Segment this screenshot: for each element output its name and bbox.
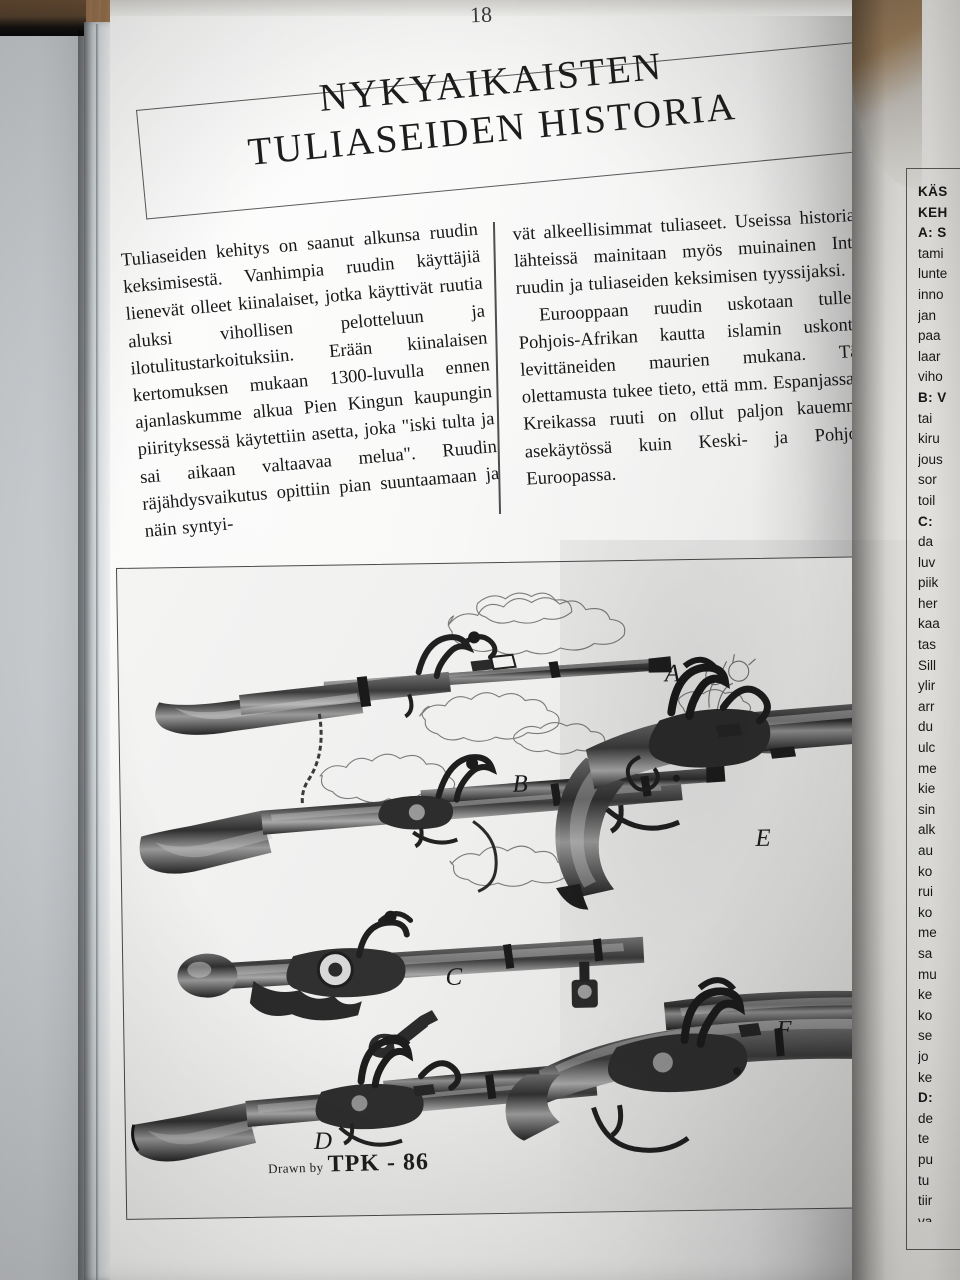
book-top-shadow — [0, 0, 86, 36]
page-number: 18 — [469, 1, 493, 28]
caption-line: ke — [918, 1069, 933, 1085]
figure-d-snaphance — [131, 1034, 627, 1162]
illustration-signature: Drawn by TPK - 86 — [268, 1149, 430, 1180]
illustration-frame: A B C D E F — [116, 556, 871, 1220]
caption-line: mu — [918, 966, 937, 982]
figure-label-a: A — [664, 660, 681, 688]
caption-line: viho — [918, 369, 943, 385]
caption-line: piik — [918, 575, 939, 591]
figure-a-matchlock — [155, 592, 752, 807]
caption-line: toil — [918, 492, 936, 508]
caption-line: jo — [918, 1048, 929, 1064]
caption-line: her — [918, 595, 938, 611]
caption-line: ke — [918, 987, 933, 1003]
caption-line: arr — [918, 698, 935, 714]
caption-line: laar — [918, 348, 941, 364]
page-top-edge — [110, 0, 900, 16]
caption-line: sor — [918, 472, 937, 488]
caption-line: paa — [918, 328, 941, 344]
paragraph: Eurooppaan ruudin uskotaan tulleen Pohjo… — [518, 286, 877, 490]
caption-line: du — [918, 719, 934, 735]
caption-line: ylir — [918, 678, 936, 694]
figure-e-flintlock-pistol — [555, 654, 862, 910]
caption-line: lunte — [918, 266, 948, 282]
caption-line: KÄS — [918, 184, 948, 199]
caption-line: ulc — [918, 740, 936, 756]
caption-line: kiru — [918, 431, 940, 447]
signature-prefix: Drawn by — [267, 1159, 324, 1177]
caption-line: inno — [918, 286, 944, 302]
caption-line: pu — [918, 1151, 934, 1167]
caption-line: luv — [918, 554, 936, 570]
firearms-illustration — [131, 592, 867, 1162]
caption-line: va — [918, 1213, 933, 1222]
caption-line: tami — [918, 245, 944, 261]
caption-line: tiir — [918, 1193, 933, 1209]
caption-line: jan — [918, 307, 937, 323]
caption-line: de — [918, 1110, 934, 1126]
body-text-column-right: vät alkeellisimmat tuliaseet. Useissa hi… — [512, 202, 879, 493]
figure-c-wheellock — [177, 910, 645, 1058]
caption-line: me — [918, 925, 937, 941]
caption-line: me — [918, 760, 937, 776]
caption-line: kie — [918, 781, 936, 797]
caption-line: te — [918, 1131, 930, 1147]
caption-line: ko — [918, 863, 933, 879]
caption-line: tai — [918, 410, 933, 426]
caption-line: sa — [918, 945, 933, 961]
book-left-page-block — [0, 0, 86, 1280]
caption-line: sin — [918, 801, 936, 817]
caption-line: da — [918, 534, 934, 550]
caption-line: au — [918, 843, 934, 858]
caption-box-frame — [906, 168, 960, 1250]
caption-line: jous — [918, 451, 943, 467]
caption-line: ko — [918, 1007, 933, 1023]
caption-line: ko — [918, 904, 933, 920]
caption-line: tas — [918, 637, 937, 653]
paragraph: Tuliaseiden kehitys on saanut alkunsa ru… — [120, 219, 500, 542]
caption-line: KEH — [918, 204, 948, 220]
caption-line: Sill — [918, 657, 937, 673]
caption-line: C: — [918, 513, 934, 529]
figure-label-c: C — [445, 963, 463, 991]
figure-f-percussion — [505, 961, 867, 1153]
signature-initials: TPK - 86 — [327, 1148, 430, 1178]
page-right-gutter-shadow — [852, 0, 886, 1280]
figure-label-b: B — [512, 770, 528, 798]
caption-line: alk — [918, 822, 936, 838]
spine-crease-line — [96, 24, 99, 1280]
figure-label-f: F — [776, 1016, 792, 1044]
figure-label-e: E — [755, 824, 771, 852]
caption-line: kaa — [918, 616, 940, 632]
caption-line: se — [918, 1028, 933, 1044]
caption-line: rui — [918, 884, 934, 900]
caption-line: B: V — [918, 389, 947, 405]
caption-line: tu — [918, 1172, 930, 1188]
caption-line: A: S — [918, 225, 947, 241]
body-text-column-left: Tuliaseiden kehitys on saanut alkunsa ru… — [120, 217, 503, 546]
caption-column-right-page: KÄS KEH A: S tami lunte inno jan paa laar viho B: … — [918, 182, 960, 1222]
caption-line: D: — [918, 1090, 934, 1106]
